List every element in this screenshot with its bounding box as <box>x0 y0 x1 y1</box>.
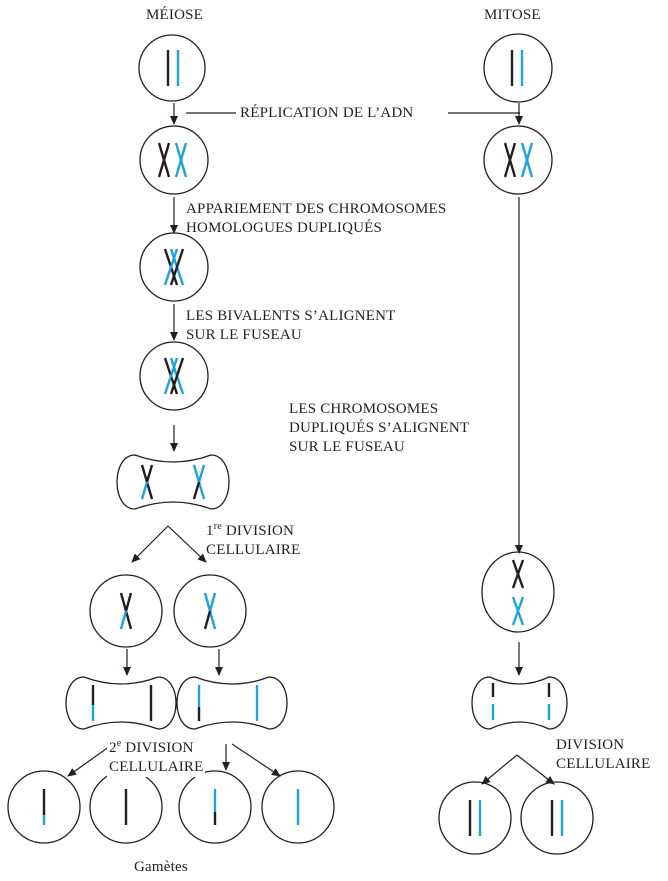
first-division-word: DIVISION <box>221 523 295 539</box>
arrow-first-division-right <box>167 525 207 563</box>
label-bivalents-align-line2: SUR LE FUSEAU <box>186 327 302 343</box>
daughter2-chrom-arm-2 <box>208 610 217 630</box>
label-mitosis-align: LES CHROMOSOMES DUPLIQUÉS S’ALIGNENT SUR… <box>289 400 469 457</box>
dividing-chrom-left-arm-2 <box>145 481 154 500</box>
mitosis-daughter-1 <box>438 781 512 855</box>
mitosis-daughter-2 <box>520 781 594 855</box>
meiosis-daughter-cell-1 <box>89 574 163 648</box>
label-mitosis-division-line2: CELLULAIRE <box>556 756 651 772</box>
arrows <box>67 103 555 785</box>
mitosis-cell-initial <box>483 33 553 103</box>
arrow-first-division-left <box>131 525 169 563</box>
arrow-mitosis-daughter-left <box>481 754 518 785</box>
meiosis-cell-dividing <box>116 454 230 510</box>
bivalent-chrom-b-chromatid-b <box>169 357 185 395</box>
first-division-ordinal: re <box>213 521 222 532</box>
mitosis-aligned-dark-chromatid-b <box>511 559 525 589</box>
paired-chrom-a-chromatid-b <box>163 248 179 286</box>
dividing-chrom-left-arm-4 <box>140 481 149 500</box>
daughter2-chrom-arm-3 <box>208 592 217 612</box>
meiosis-cell-second-division-2 <box>176 676 288 730</box>
label-homolog-pairing-line2: HOMOLOGUES DUPLIQUÉS <box>186 220 383 236</box>
daughter1-chrom-arm-3 <box>124 592 133 612</box>
meiosis-cell-replicated <box>139 125 209 195</box>
gamete-1 <box>7 770 81 844</box>
paired-chrom-b-chromatid-b <box>169 248 185 286</box>
cells <box>7 33 594 855</box>
label-gametes: Gamètes <box>134 859 188 875</box>
label-mitosis-align-line1: LES CHROMOSOMES <box>289 401 439 417</box>
label-mitosis-align-line3: SUR LE FUSEAU <box>289 439 405 455</box>
label-first-division: 1re DIVISION CELLULAIRE <box>206 517 300 560</box>
arrow-gamete-1 <box>67 743 114 777</box>
gamete-4 <box>261 770 335 844</box>
meiosis-replicated-blue-chromatid-b <box>174 142 188 178</box>
second-division-ordinal: e <box>116 738 122 749</box>
label-mitosis-division-line1: DIVISION <box>556 737 625 753</box>
label-second-division-line2: CELLULAIRE <box>109 759 204 775</box>
label-mitosis-division: DIVISION CELLULAIRE <box>556 736 650 774</box>
label-second-division: 2e DIVISION CELLULAIRE <box>107 734 206 777</box>
daughter2-chrom-arm-1 <box>203 592 212 612</box>
daughter1-chrom-arm-2 <box>124 610 133 630</box>
dividing-chrom-right-arm-4 <box>192 481 201 500</box>
meiosis-replicated-dark-chromatid-b <box>157 142 171 178</box>
daughter1-chrom-arm-1 <box>119 592 128 612</box>
dividing-chrom-right-arm-3 <box>197 464 206 483</box>
chromosomes <box>42 50 564 836</box>
dividing-chrom-right-arm-1 <box>192 464 201 483</box>
arrow-mitosis-daughter-right <box>516 754 555 785</box>
mitosis-cell-dividing <box>471 676 568 730</box>
title-meiosis: MÉIOSE <box>146 7 204 23</box>
daughter1-chrom-arm-4 <box>119 610 128 630</box>
mitosis-cell-replicated <box>483 125 553 195</box>
second-division-number: 2 <box>109 740 117 756</box>
bivalent-chrom-a-chromatid-b <box>163 357 179 395</box>
dividing-chrom-left-arm-3 <box>145 464 154 483</box>
mitosis-cell-aligned <box>481 551 555 633</box>
gamete-3 <box>178 770 252 844</box>
daughter2-chrom-arm-4 <box>203 610 212 630</box>
label-homolog-pairing: APPARIEMENT DES CHROMOSOMES HOMOLOGUES D… <box>186 200 446 238</box>
dividing-chrom-right-arm-2 <box>197 481 206 500</box>
dividing-chrom-left-arm-1 <box>140 464 149 483</box>
meiosis-cell-bivalents <box>139 341 209 411</box>
label-mitosis-align-line2: DUPLIQUÉS S’ALIGNENT <box>289 420 470 436</box>
mitosis-aligned-blue-chromatid-b <box>511 596 525 626</box>
label-first-division-line2: CELLULAIRE <box>206 542 301 558</box>
second-division-word: DIVISION <box>121 740 194 756</box>
mitosis-replicated-blue-chromatid-b <box>520 142 534 178</box>
first-division-number: 1 <box>206 523 214 539</box>
meiosis-daughter-cell-2 <box>173 574 247 648</box>
label-bivalents-align-line1: LES BIVALENTS S’ALIGNENT <box>186 308 396 324</box>
label-bivalents-align: LES BIVALENTS S’ALIGNENT SUR LE FUSEAU <box>186 307 396 345</box>
title-mitosis: MITOSE <box>484 7 541 23</box>
label-dna-replication: RÉPLICATION DE L’ADN <box>236 104 418 123</box>
meiosis-cell-initial <box>138 34 206 102</box>
meiosis-cell-second-division-1 <box>65 676 177 730</box>
mitosis-replicated-dark-chromatid-b <box>503 142 517 178</box>
meiosis-cell-paired <box>139 232 209 302</box>
label-homolog-pairing-line1: APPARIEMENT DES CHROMOSOMES <box>186 201 447 217</box>
arrow-gamete-4 <box>231 743 281 777</box>
